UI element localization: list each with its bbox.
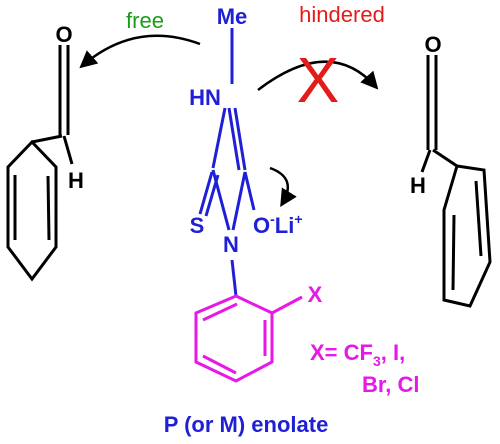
right-benzene-ring [442, 164, 492, 308]
methyl-label: Me [217, 4, 248, 29]
left-ring-inner-2 [46, 175, 51, 241]
right-ch-bond [420, 149, 432, 173]
left-ch-bond [62, 135, 74, 165]
left-oxygen-label: O [55, 22, 72, 47]
free-label: free [126, 8, 164, 33]
nh-label: HN [189, 85, 221, 110]
blocked-cross-icon: X [297, 44, 340, 116]
lithium-symbol: Li [275, 213, 295, 238]
left-benzaldehyde [6, 45, 74, 282]
nitrogen-label: N [223, 232, 239, 257]
left-ring-link [31, 134, 63, 144]
right-ring-inner-1 [474, 180, 483, 257]
substituent-legend-line1: X= CF3, I, [310, 340, 405, 369]
c-s-bond [198, 171, 214, 215]
aryl-inner-3 [202, 354, 237, 375]
ortho-substituent-label: X [308, 282, 323, 307]
aryl-inner-1 [202, 302, 238, 322]
sulfur-label: S [190, 213, 205, 238]
c5-c4-bond-2 [227, 107, 241, 171]
plus-charge: + [294, 211, 302, 227]
caption: P (or M) enolate [164, 412, 329, 437]
hindered-label: hindered [299, 2, 385, 27]
free-attack-arrow [79, 34, 201, 69]
thiohydantoin-ring [198, 28, 256, 297]
electron-push-arrow [269, 166, 297, 207]
right-oxygen-label: O [424, 32, 441, 57]
right-ring-link [432, 148, 458, 168]
c-o-bond [243, 171, 256, 211]
c-s-bond-2 [204, 174, 220, 217]
left-benzene-ring [6, 139, 58, 282]
legend-prefix: X= CF [310, 340, 373, 365]
nh-c2-bond [211, 107, 227, 169]
right-ring-inner-2 [451, 214, 456, 291]
c4-n-bond [231, 171, 247, 231]
legend-subscript: 3 [373, 353, 381, 369]
aryl-ring [194, 294, 303, 383]
right-hydrogen-label: H [410, 173, 426, 198]
left-hydrogen-label: H [68, 168, 84, 193]
aryl-benzene-ring [194, 294, 274, 383]
aryl-x-bond [271, 295, 303, 315]
oxygen-symbol: O [253, 213, 270, 238]
c5-c4-bond [233, 107, 247, 171]
n-aryl-bond [230, 259, 238, 297]
hindered-attack-arrow [257, 60, 379, 91]
minus-charge: - [270, 211, 275, 227]
substituent-legend-line2: Br, Cl [362, 372, 419, 397]
legend-rest: , I, [381, 340, 405, 365]
oxygen-anion-label: O-Li+ [253, 211, 303, 238]
right-benzaldehyde [420, 55, 492, 308]
